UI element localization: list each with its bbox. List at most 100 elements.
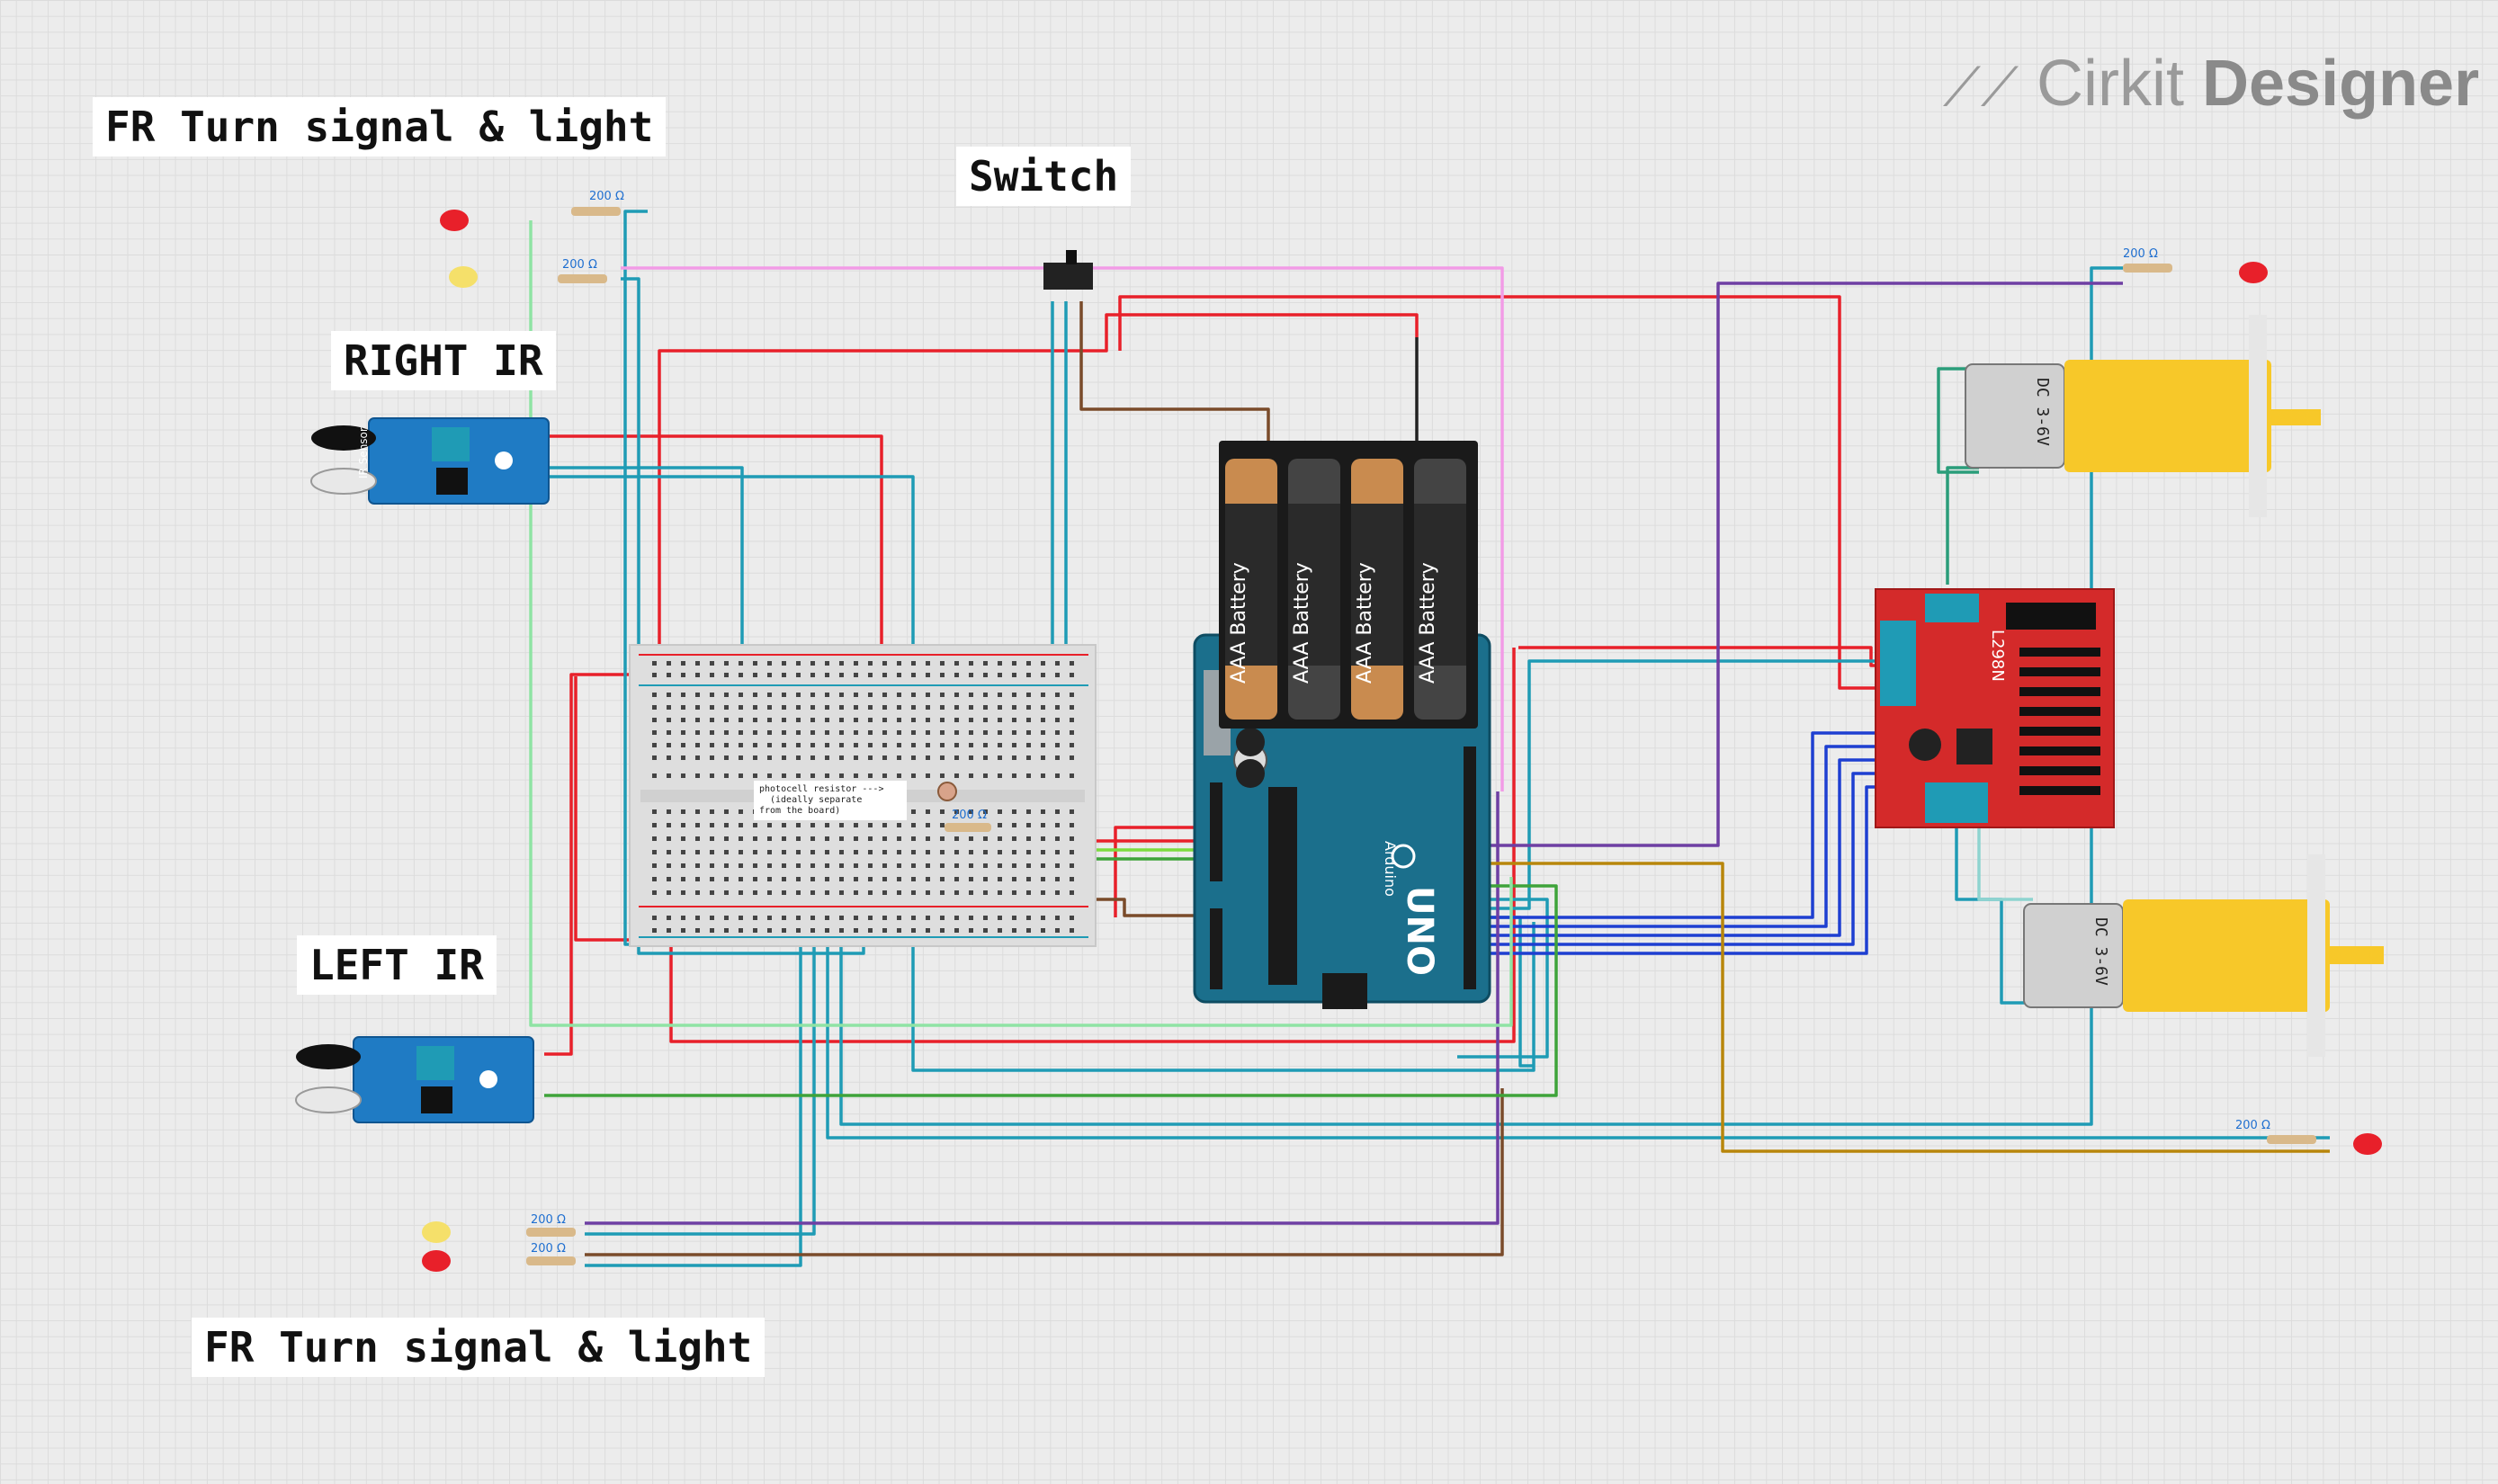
breadboard-hole[interactable] <box>782 755 786 760</box>
breadboard-hole[interactable] <box>810 743 815 747</box>
breadboard-hole[interactable] <box>825 863 829 868</box>
breadboard-hole[interactable] <box>868 890 873 895</box>
breadboard-hole[interactable] <box>868 730 873 735</box>
breadboard-hole[interactable] <box>767 661 772 666</box>
breadboard-hole[interactable] <box>1055 693 1060 697</box>
breadboard-hole[interactable] <box>954 809 959 814</box>
breadboard-hole[interactable] <box>983 705 988 710</box>
breadboard-hole[interactable] <box>1041 916 1045 920</box>
breadboard-hole[interactable] <box>739 823 743 827</box>
breadboard-hole[interactable] <box>695 809 700 814</box>
breadboard-hole[interactable] <box>998 743 1002 747</box>
breadboard-hole[interactable] <box>940 705 945 710</box>
breadboard-hole[interactable] <box>926 755 930 760</box>
breadboard-hole[interactable] <box>1055 773 1060 778</box>
breadboard-hole[interactable] <box>667 730 671 735</box>
breadboard-hole[interactable] <box>954 673 959 677</box>
breadboard-hole[interactable] <box>1041 928 1045 933</box>
breadboard-hole[interactable] <box>652 916 657 920</box>
breadboard-hole[interactable] <box>983 928 988 933</box>
breadboard-hole[interactable] <box>796 673 801 677</box>
breadboard-hole[interactable] <box>710 661 714 666</box>
breadboard-hole[interactable] <box>796 890 801 895</box>
breadboard-hole[interactable] <box>796 693 801 697</box>
breadboard-hole[interactable] <box>1041 661 1045 666</box>
breadboard-hole[interactable] <box>1041 823 1045 827</box>
breadboard-hole[interactable] <box>767 773 772 778</box>
breadboard-hole[interactable] <box>825 718 829 722</box>
breadboard-hole[interactable] <box>724 661 729 666</box>
breadboard-hole[interactable] <box>954 863 959 868</box>
breadboard-hole[interactable] <box>983 863 988 868</box>
breadboard-hole[interactable] <box>940 850 945 854</box>
breadboard-hole[interactable] <box>940 823 945 827</box>
breadboard-hole[interactable] <box>796 705 801 710</box>
resistor-3[interactable] <box>2123 264 2172 273</box>
breadboard-hole[interactable] <box>796 863 801 868</box>
breadboard-hole[interactable] <box>868 916 873 920</box>
breadboard-hole[interactable] <box>652 863 657 868</box>
breadboard-hole[interactable] <box>868 836 873 841</box>
breadboard-hole[interactable] <box>724 890 729 895</box>
breadboard-hole[interactable] <box>825 661 829 666</box>
breadboard-hole[interactable] <box>681 877 685 881</box>
breadboard-hole[interactable] <box>1012 718 1016 722</box>
breadboard-hole[interactable] <box>926 743 930 747</box>
breadboard-hole[interactable] <box>652 743 657 747</box>
breadboard-hole[interactable] <box>810 823 815 827</box>
breadboard-hole[interactable] <box>868 928 873 933</box>
breadboard-hole[interactable] <box>810 718 815 722</box>
breadboard-hole[interactable] <box>839 743 844 747</box>
breadboard-hole[interactable] <box>782 718 786 722</box>
breadboard-hole[interactable] <box>667 823 671 827</box>
breadboard-hole[interactable] <box>652 928 657 933</box>
breadboard-hole[interactable] <box>969 916 973 920</box>
breadboard-hole[interactable] <box>839 673 844 677</box>
breadboard-hole[interactable] <box>998 705 1002 710</box>
breadboard-hole[interactable] <box>940 773 945 778</box>
breadboard-hole[interactable] <box>1012 823 1016 827</box>
breadboard-hole[interactable] <box>724 743 729 747</box>
breadboard-hole[interactable] <box>739 809 743 814</box>
breadboard-hole[interactable] <box>1012 916 1016 920</box>
breadboard-hole[interactable] <box>1041 863 1045 868</box>
breadboard-hole[interactable] <box>767 916 772 920</box>
breadboard-hole[interactable] <box>782 673 786 677</box>
breadboard-hole[interactable] <box>940 673 945 677</box>
breadboard-hole[interactable] <box>940 863 945 868</box>
breadboard-hole[interactable] <box>710 863 714 868</box>
breadboard-hole[interactable] <box>1041 693 1045 697</box>
breadboard-hole[interactable] <box>695 673 700 677</box>
breadboard-hole[interactable] <box>969 730 973 735</box>
breadboard-hole[interactable] <box>839 755 844 760</box>
breadboard-hole[interactable] <box>911 693 916 697</box>
breadboard-hole[interactable] <box>954 705 959 710</box>
breadboard-hole[interactable] <box>667 863 671 868</box>
breadboard-hole[interactable] <box>940 877 945 881</box>
breadboard-hole[interactable] <box>998 693 1002 697</box>
breadboard-hole[interactable] <box>897 863 901 868</box>
wire-brown-led-bottom[interactable] <box>585 1088 1504 1256</box>
breadboard-hole[interactable] <box>810 877 815 881</box>
breadboard-hole[interactable] <box>854 718 858 722</box>
breadboard-hole[interactable] <box>926 730 930 735</box>
breadboard-hole[interactable] <box>1070 863 1074 868</box>
breadboard-hole[interactable] <box>940 743 945 747</box>
breadboard-hole[interactable] <box>695 718 700 722</box>
breadboard-hole[interactable] <box>810 836 815 841</box>
breadboard-hole[interactable] <box>724 773 729 778</box>
breadboard-hole[interactable] <box>926 661 930 666</box>
breadboard-hole[interactable] <box>767 730 772 735</box>
breadboard-hole[interactable] <box>926 877 930 881</box>
breadboard-hole[interactable] <box>954 755 959 760</box>
breadboard-hole[interactable] <box>782 705 786 710</box>
breadboard-hole[interactable] <box>926 693 930 697</box>
breadboard-hole[interactable] <box>681 773 685 778</box>
breadboard-hole[interactable] <box>796 928 801 933</box>
breadboard-hole[interactable] <box>724 705 729 710</box>
breadboard-hole[interactable] <box>897 773 901 778</box>
breadboard-hole[interactable] <box>954 730 959 735</box>
breadboard-hole[interactable] <box>969 705 973 710</box>
breadboard-hole[interactable] <box>652 661 657 666</box>
breadboard-hole[interactable] <box>998 863 1002 868</box>
